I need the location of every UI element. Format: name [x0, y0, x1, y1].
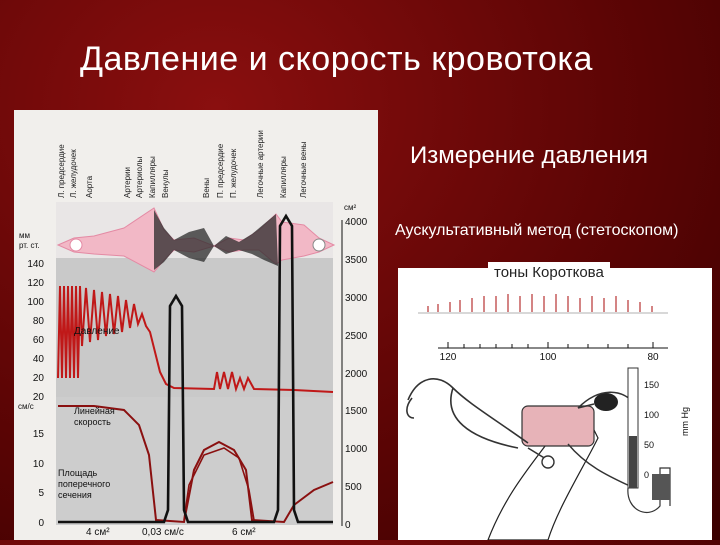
vessel-diagram [56, 207, 336, 273]
vessel-label: Вены [202, 178, 211, 198]
velocity-axis-unit: см/с [18, 402, 34, 411]
method-label: Аускультативный метод (стетоскопом) [395, 222, 679, 239]
pressure-curve [57, 285, 334, 393]
manometer-tick: 100 [644, 410, 659, 420]
vessel-label: Артериолы [135, 157, 144, 198]
stethoscope [406, 378, 549, 461]
area-tick: 2500 [345, 331, 368, 342]
vessel-label: Легочные вены [299, 141, 308, 198]
bottom-label: 4 см² [86, 527, 110, 538]
velocity-tick: 5 [38, 488, 44, 499]
vessel-label: Венулы [161, 169, 170, 198]
pressure-tick: 80 [33, 316, 45, 327]
vessel-label: Легочные артерии [256, 130, 265, 198]
area-tick: 3000 [345, 293, 368, 304]
sphygmomanometer-illustration: 120 100 80 150 100 50 0 mm Hg [406, 294, 690, 541]
pressure-tick: 60 [33, 335, 45, 346]
area-curve [58, 213, 333, 524]
pressure-tick: 120 [27, 278, 44, 289]
scale-tick: 120 [440, 352, 457, 363]
area-tick: 500 [345, 482, 362, 493]
vessel-label: Артерии [123, 167, 132, 198]
vessel-label: Капилляры [148, 156, 157, 198]
hemodynamics-chart: Л. предсердие Л. желудочек Аорта Артерии… [18, 130, 368, 538]
scale-tick: 80 [647, 352, 659, 363]
velocity-tick: 0 [38, 518, 44, 529]
section-subtitle: Измерение давления [410, 142, 649, 169]
sphygmomanometer-figure: тоны Короткова [398, 262, 712, 541]
velocity-label: Линейная [74, 406, 115, 416]
cuff [521, 405, 595, 447]
velocity-tick: 10 [33, 459, 45, 470]
area-tick: 2000 [345, 369, 368, 380]
korotkov-label: тоны Короткова [488, 262, 610, 283]
manometer-tick: 150 [644, 380, 659, 390]
manometer-unit: mm Hg [680, 407, 690, 436]
pressure-label: Давление [74, 326, 120, 337]
korotkov-sounds [427, 294, 653, 312]
vessel-label: Л. предсердие [57, 144, 66, 198]
area-tick: 1000 [345, 444, 368, 455]
area-tick: 3500 [345, 255, 368, 266]
vessel-label: Капилляры [279, 156, 288, 198]
mercury-reservoir [652, 474, 670, 500]
vessel-label: П. предсердие [216, 143, 225, 198]
hemodynamics-figure: Л. предсердие Л. желудочек Аорта Артерии… [14, 110, 378, 540]
pressure-tick: 140 [27, 259, 44, 270]
bottom-label: 0,03 см/с [142, 527, 184, 538]
area-label: сечения [58, 490, 92, 500]
area-tick: 1500 [345, 406, 368, 417]
inflation-bulb [594, 393, 618, 411]
pressure-tick: 40 [33, 354, 45, 365]
velocity-tick: 20 [33, 392, 45, 403]
scale-tick: 100 [540, 352, 557, 363]
vessel-label: Л. желудочек [69, 149, 78, 198]
slide-title: Давление и скорость кровотока [80, 40, 593, 78]
velocity-curve [58, 405, 334, 524]
manometer-tick: 0 [644, 470, 649, 480]
vessel-label: П. желудочек [229, 148, 238, 198]
left-axis-unit: рт. ст. [19, 241, 40, 250]
area-label: Площадь [58, 468, 97, 478]
pressure-tick: 100 [27, 297, 44, 308]
area-tick: 4000 [345, 217, 368, 228]
pressure-tick: 20 [33, 373, 45, 384]
manometer-tick: 50 [644, 440, 654, 450]
right-axis-unit: см² [344, 203, 357, 212]
left-axis-unit: мм [19, 231, 30, 240]
velocity-tick: 15 [33, 429, 45, 440]
area-label: поперечного [58, 479, 110, 489]
vessel-label: Аорта [85, 175, 94, 198]
bottom-label: 6 см² [232, 527, 256, 538]
velocity-label: скорость [74, 417, 111, 427]
area-tick: 0 [345, 520, 351, 531]
velocity-panel [56, 397, 333, 525]
